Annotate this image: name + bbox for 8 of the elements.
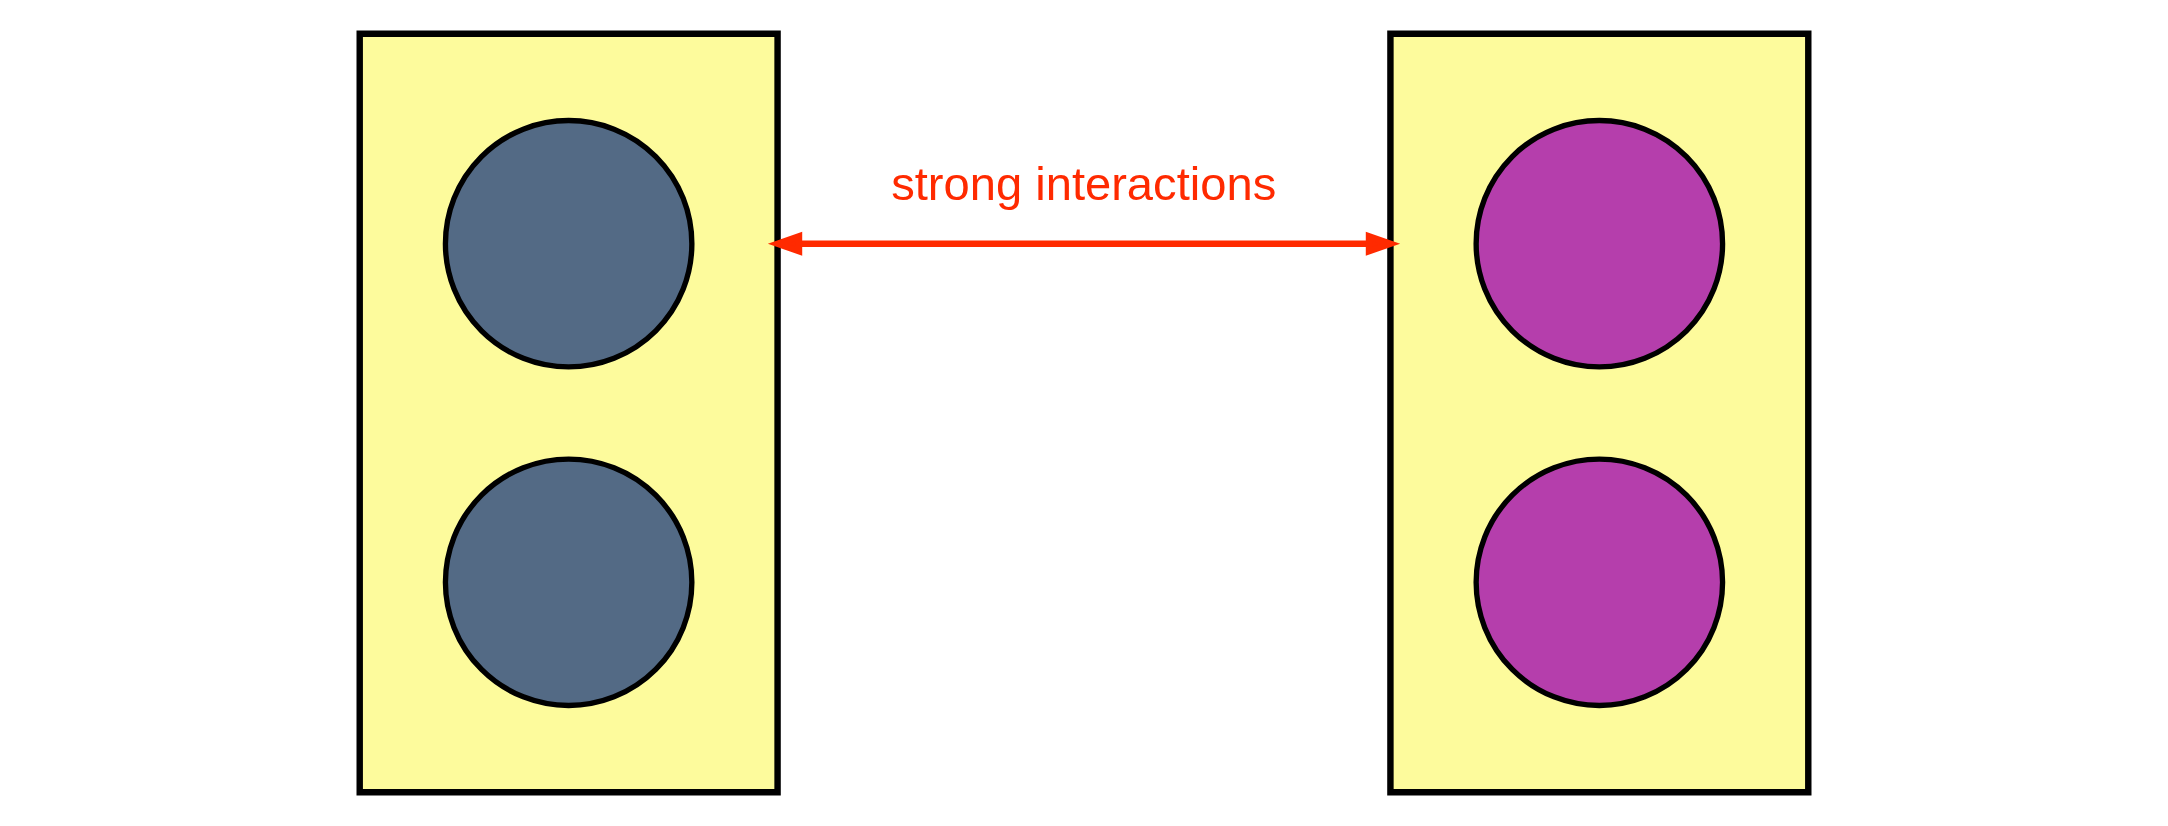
node-circle — [442, 117, 695, 370]
node-circle — [1473, 456, 1726, 709]
node-circle — [442, 456, 695, 709]
edge-label: strong interactions — [891, 157, 1277, 210]
cluster — [1387, 30, 1812, 796]
node-circle — [1473, 117, 1726, 370]
cluster — [356, 30, 781, 796]
arrow — [767, 231, 1401, 256]
